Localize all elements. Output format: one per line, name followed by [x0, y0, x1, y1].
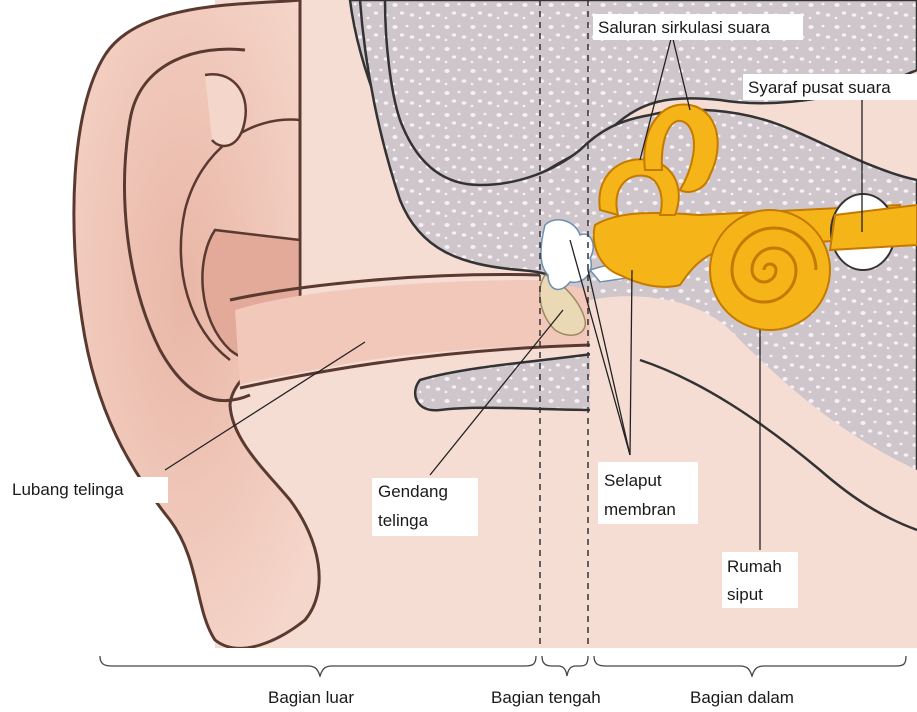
label-rumah-line1: Rumah — [727, 557, 782, 576]
label-selaput-line2: membran — [604, 500, 676, 519]
label-rumah-line2: siput — [727, 585, 763, 604]
label-gendang-line1: Gendang — [378, 482, 448, 501]
label-syaraf-pusat-suara: Syaraf pusat suara — [748, 78, 891, 97]
label-lubang-telinga: Lubang telinga — [12, 480, 124, 499]
label-saluran-sirkulasi-suara: Saluran sirkulasi suara — [598, 18, 771, 37]
section-bagian-dalam: Bagian dalam — [690, 688, 794, 707]
section-bagian-tengah: Bagian tengah — [491, 688, 601, 707]
section-bagian-luar: Bagian luar — [268, 688, 354, 707]
label-gendang-line2: telinga — [378, 511, 429, 530]
label-selaput-line1: Selaput — [604, 471, 662, 490]
